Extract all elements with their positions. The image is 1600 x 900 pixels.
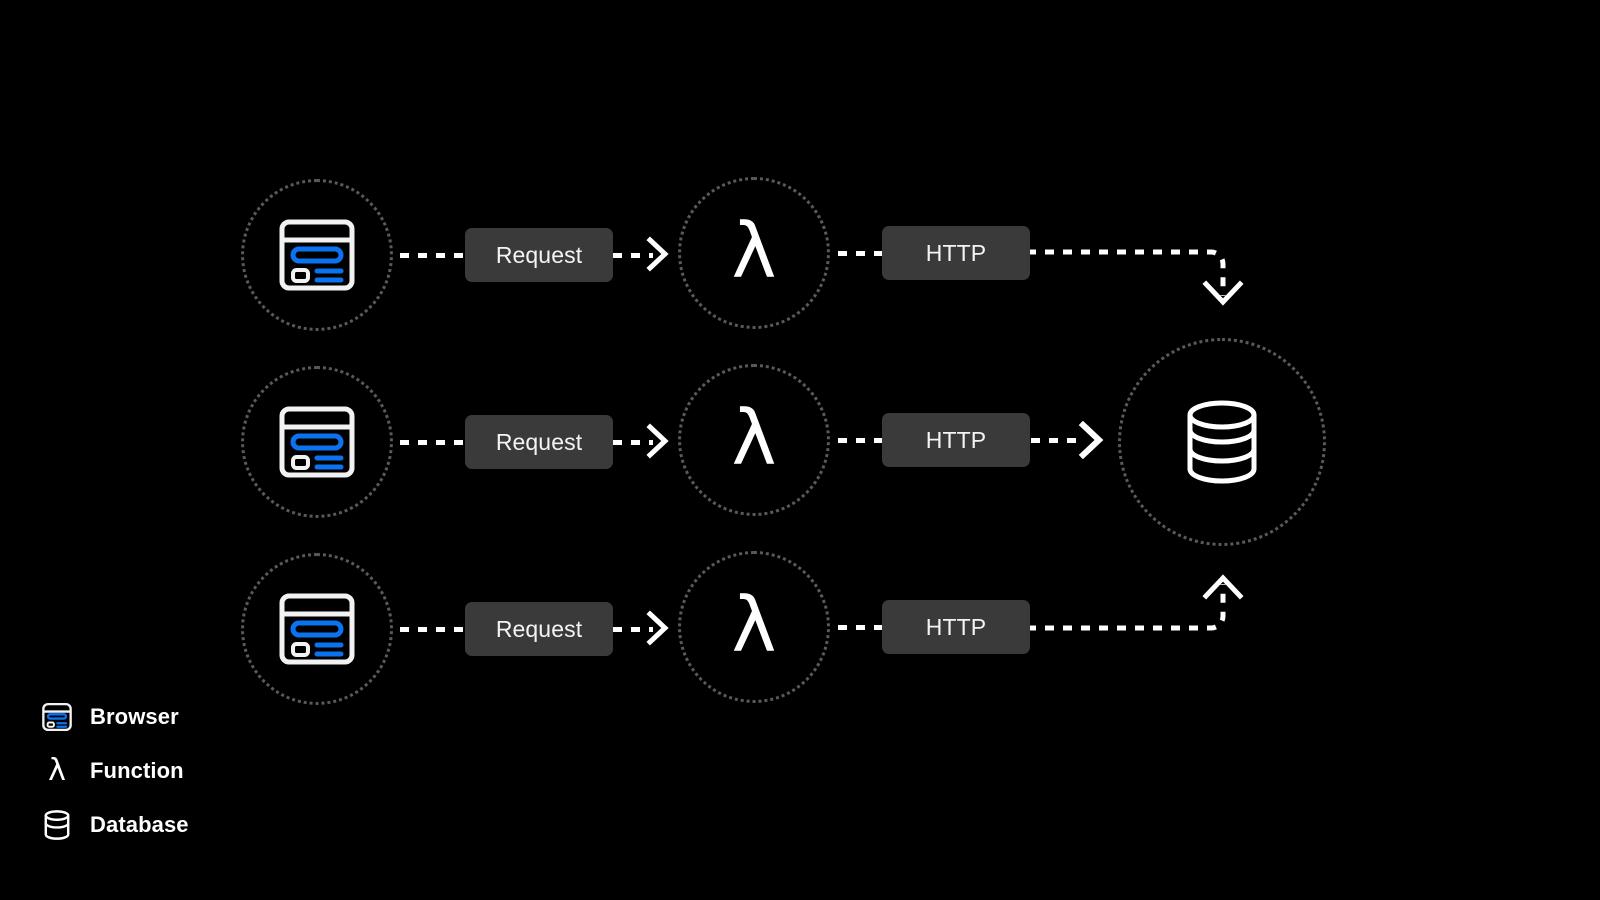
browser-window-icon	[279, 406, 355, 478]
browser-window-icon	[279, 219, 355, 291]
line-request-to-function-row-3	[613, 627, 653, 632]
browser-icon	[40, 700, 74, 734]
chip-http-row-2[interactable]: HTTP	[882, 413, 1030, 467]
line-browser-to-request-row-2	[400, 440, 472, 445]
line-request-to-function-row-2	[613, 440, 653, 445]
elbow-down-row-1	[1027, 249, 1244, 306]
database-cylinder-icon	[1187, 400, 1257, 484]
node-browser-row-3[interactable]	[241, 553, 393, 705]
chip-request-label: Request	[495, 615, 583, 642]
legend-item-function: λ Function	[40, 754, 189, 788]
legend-item-browser: Browser	[40, 700, 189, 734]
lambda-icon: λ	[731, 580, 777, 669]
node-database[interactable]	[1118, 338, 1326, 546]
line-function-to-http-row-1	[838, 251, 888, 256]
legend-label-database: Database	[90, 812, 189, 837]
lambda-icon: λ	[40, 754, 74, 788]
node-function-row-2[interactable]: λ	[678, 364, 830, 516]
line-browser-to-request-row-1	[400, 253, 472, 258]
lambda-icon: λ	[731, 206, 777, 295]
legend-label-browser: Browser	[90, 704, 179, 729]
elbow-up-row-3	[1027, 574, 1244, 631]
line-function-to-http-row-2	[838, 438, 888, 443]
chip-http-row-1[interactable]: HTTP	[882, 226, 1030, 280]
line-http-to-database-row-2	[1031, 438, 1083, 443]
chip-request-label: Request	[495, 428, 583, 455]
chip-http-label: HTTP	[925, 426, 987, 453]
database-icon	[40, 808, 74, 842]
chip-http-label: HTTP	[925, 239, 987, 266]
chip-http-row-3[interactable]: HTTP	[882, 600, 1030, 654]
lambda-icon: λ	[731, 393, 777, 482]
node-browser-row-1[interactable]	[241, 179, 393, 331]
chip-request-row-1[interactable]: Request	[465, 228, 613, 282]
chip-request-row-2[interactable]: Request	[465, 415, 613, 469]
chevron-right-icon	[646, 610, 669, 646]
line-function-to-http-row-3	[838, 625, 888, 630]
legend-label-function: Function	[90, 758, 184, 783]
node-browser-row-2[interactable]	[241, 366, 393, 518]
legend-item-database: Database	[40, 808, 189, 842]
chevron-right-icon	[646, 236, 669, 272]
node-function-row-1[interactable]: λ	[678, 177, 830, 329]
chevron-right-icon	[646, 423, 669, 459]
browser-window-icon	[279, 593, 355, 665]
lambda-glyph: λ	[48, 753, 66, 788]
chip-request-row-3[interactable]: Request	[465, 602, 613, 656]
line-request-to-function-row-1	[613, 253, 653, 258]
chip-request-label: Request	[495, 241, 583, 268]
node-function-row-3[interactable]: λ	[678, 551, 830, 703]
line-browser-to-request-row-3	[400, 627, 472, 632]
chip-http-label: HTTP	[925, 613, 987, 640]
chevron-right-icon	[1078, 421, 1104, 459]
legend: Browser λ Function Database	[40, 700, 189, 842]
